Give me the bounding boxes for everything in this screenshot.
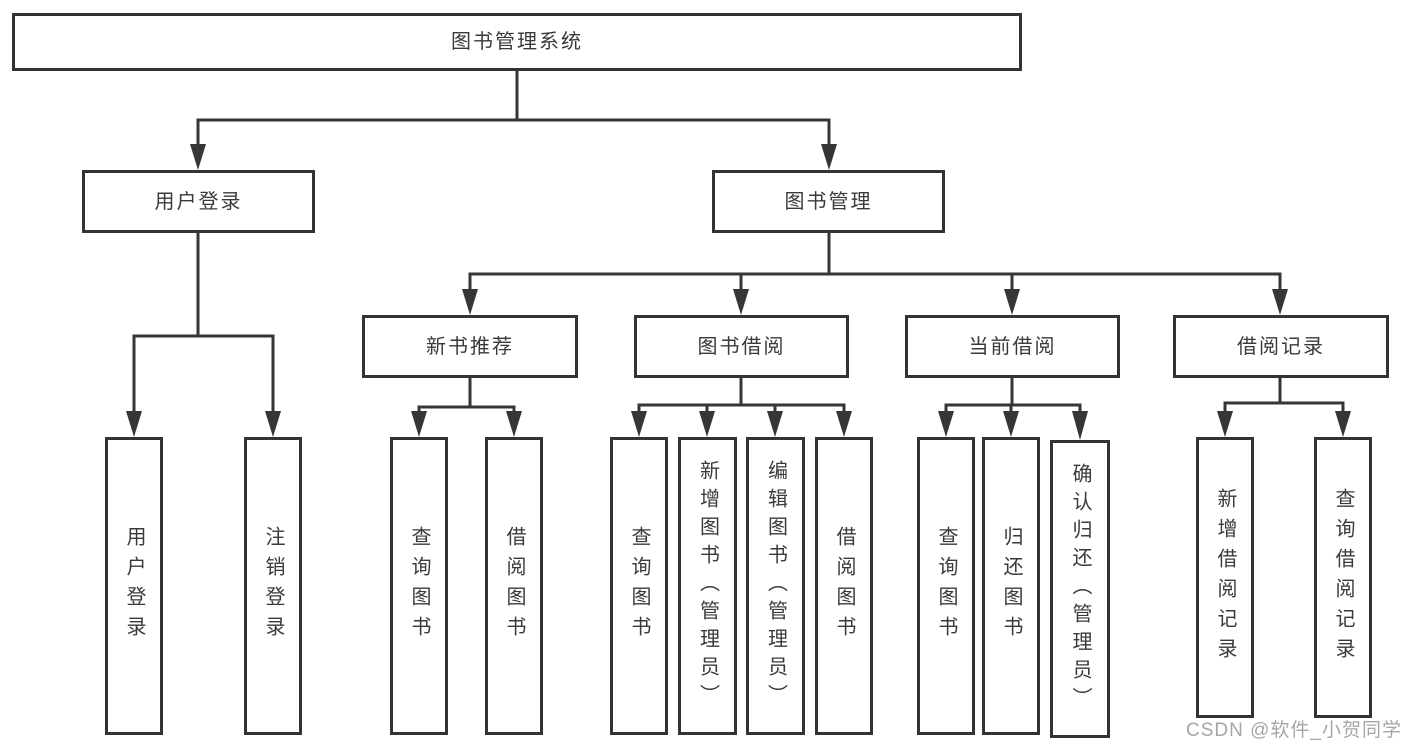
leaf-records-query-record: 查询借阅记录 — [1314, 437, 1372, 718]
node-user-login: 用户登录 — [82, 170, 315, 233]
leaf-logout: 注销登录 — [244, 437, 302, 735]
node-current-borrowing: 当前借阅 — [905, 315, 1120, 378]
leaf-newbooks-borrow-books: 借阅图书 — [485, 437, 543, 735]
csdn-watermark: CSDN @软件_小贺同学 — [1186, 720, 1402, 741]
node-root-system: 图书管理系统 — [12, 13, 1022, 71]
node-new-book-recommendation: 新书推荐 — [362, 315, 578, 378]
leaf-borrowing-query-books: 查询图书 — [610, 437, 668, 735]
node-book-borrowing: 图书借阅 — [634, 315, 849, 378]
leaf-current-confirm-return-admin: 确认归还（管理员） — [1050, 440, 1110, 738]
leaf-records-add-record: 新增借阅记录 — [1196, 437, 1254, 718]
leaf-newbooks-query-books: 查询图书 — [390, 437, 448, 735]
leaf-current-return-books: 归还图书 — [982, 437, 1040, 735]
leaf-borrowing-borrow-books: 借阅图书 — [815, 437, 873, 735]
leaf-borrowing-add-books-admin: 新增图书（管理员） — [678, 437, 737, 735]
leaf-user-login: 用户登录 — [105, 437, 163, 735]
node-borrowing-records: 借阅记录 — [1173, 315, 1389, 378]
leaf-borrowing-edit-books-admin: 编辑图书（管理员） — [746, 437, 805, 735]
node-book-management: 图书管理 — [712, 170, 945, 233]
leaf-current-query-books: 查询图书 — [917, 437, 975, 735]
